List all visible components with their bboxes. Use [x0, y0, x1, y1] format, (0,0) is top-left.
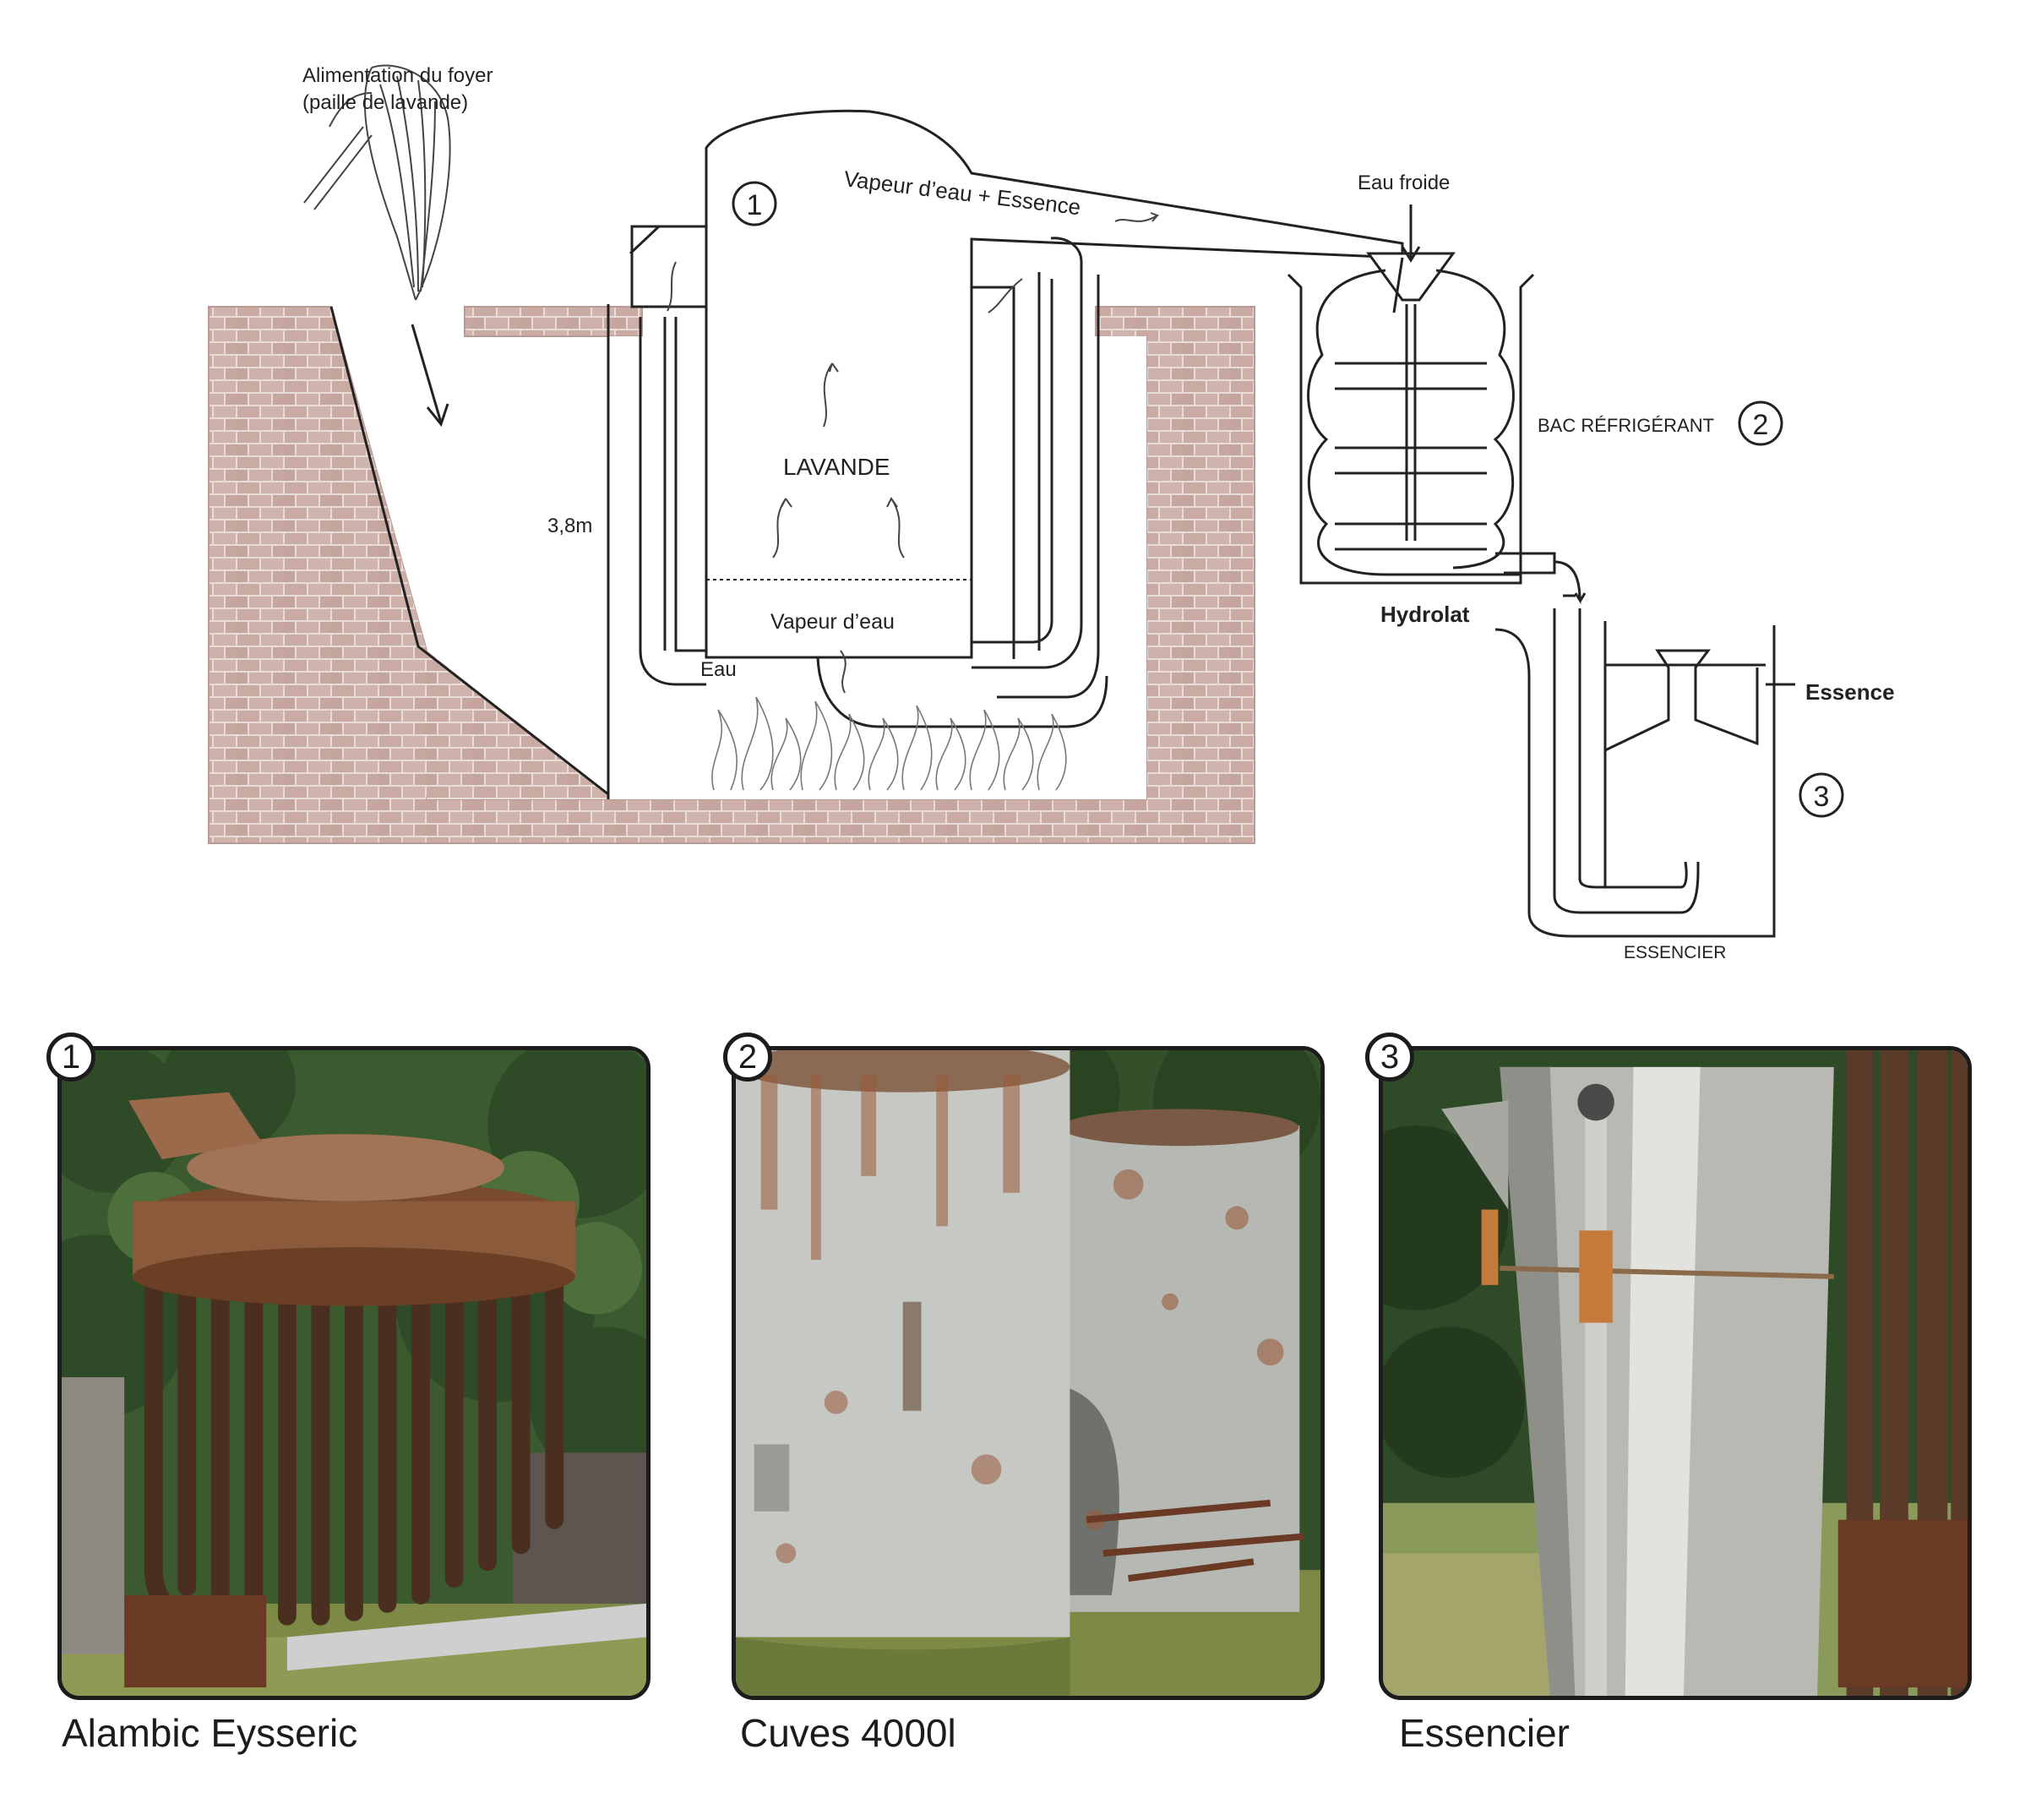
- essencier-sketch: [1494, 594, 1795, 938]
- essencier-label: ESSENCIER: [1624, 943, 1726, 962]
- photo-1-badge: 1: [46, 1033, 95, 1082]
- vapor-squiggles: [667, 212, 1160, 694]
- photo-3-caption: Essencier: [1399, 1711, 1570, 1755]
- lavender-straw-sketch: [303, 64, 451, 301]
- svg-text:2: 2: [1753, 409, 1769, 441]
- photo-alambic: [57, 1046, 651, 1700]
- feed-arrow: [411, 324, 449, 428]
- cuves-illustration: [736, 1050, 1320, 1696]
- alambic-illustration: [62, 1050, 646, 1696]
- still-vessel: [705, 109, 1404, 659]
- photo-1-caption: Alambic Eysseric: [62, 1711, 358, 1755]
- essencier-illustration: [1383, 1050, 1968, 1696]
- svg-text:3: 3: [1814, 781, 1830, 813]
- marker-2: 2: [1738, 401, 1783, 446]
- photo-2-caption: Cuves 4000l: [740, 1711, 956, 1755]
- photo-2-badge: 2: [723, 1033, 772, 1082]
- cooling-tank: [1287, 204, 1587, 605]
- feed-label-line1: Alimentation du foyer: [302, 64, 493, 87]
- photo-essencier: [1379, 1046, 1972, 1700]
- cold-water-label: Eau froide: [1358, 172, 1450, 194]
- fire-sketch: [711, 696, 1067, 791]
- essence-label: Essence: [1805, 679, 1895, 705]
- marker-3: 3: [1799, 772, 1844, 818]
- lavande-label: LAVANDE: [783, 454, 890, 480]
- height-label: 3,8m: [547, 515, 592, 537]
- marker-1: 1: [732, 181, 777, 226]
- vapor-label: Vapeur d’eau: [770, 610, 895, 634]
- svg-text:1: 1: [747, 189, 763, 221]
- feed-label-line2: (paille de lavande): [302, 91, 468, 114]
- distillation-diagram: 1 2 3 Alimentation du foyer (paille de l…: [208, 64, 1895, 962]
- water-label: Eau: [700, 658, 737, 681]
- hydrolat-label: Hydrolat: [1380, 602, 1470, 627]
- cooling-tank-label: BAC RÉFRIGÉRANT: [1538, 415, 1714, 436]
- photo-3-badge: 3: [1365, 1033, 1414, 1082]
- photo-cuves: [732, 1046, 1325, 1700]
